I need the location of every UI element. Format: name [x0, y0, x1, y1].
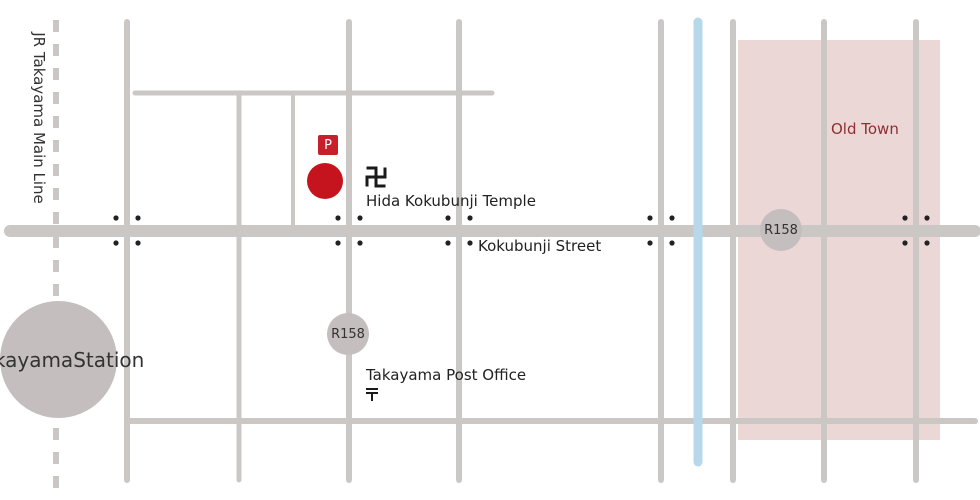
rail-line-label: JR Takayama Main Line — [30, 32, 48, 204]
horizontal-roads — [127, 90, 978, 424]
vertical-roads — [124, 19, 919, 483]
temple-manji-icon — [365, 166, 387, 188]
route-label: R158 — [764, 222, 798, 238]
parking-icon: P — [318, 135, 338, 155]
old-town-label: Old Town — [831, 120, 899, 138]
station-name-line2: Station — [73, 347, 145, 372]
traffic-signals — [113, 215, 930, 246]
street-label: Kokubunji Street — [478, 237, 602, 255]
temple-label: Hida Kokubunji Temple — [366, 192, 536, 210]
post-office-icon — [366, 388, 378, 401]
post-office-label: Takayama Post Office — [366, 366, 527, 384]
route-badge: R158 — [760, 209, 802, 251]
station-name-line1: Takayama — [0, 347, 74, 372]
route-label: R158 — [331, 326, 365, 342]
route-badge: R158 — [327, 313, 369, 355]
destination-pin[interactable] — [307, 163, 343, 199]
takayama-station[interactable]: Takayama Station — [0, 301, 144, 418]
